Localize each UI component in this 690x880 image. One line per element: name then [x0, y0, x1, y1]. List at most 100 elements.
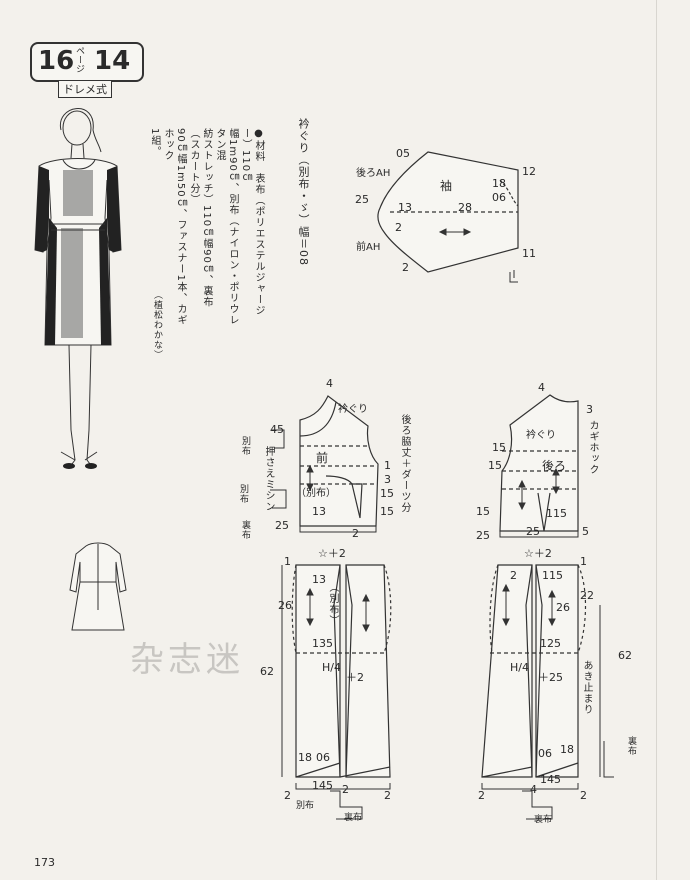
back-bodice-num-3: 3	[586, 403, 593, 416]
front-skirt-num-top: ☆＋2	[318, 547, 346, 560]
back-skirt-num-4: 4	[530, 783, 537, 796]
back-bodice-num-5: 5	[582, 525, 589, 538]
sleeve-num-06: 06	[492, 191, 506, 204]
sleeve-num-28: 28	[458, 201, 472, 214]
back-skirt-num-18: 18	[560, 743, 574, 756]
materials-line-1: ●材料 表布（ポリエステルジャージー）110㎝	[240, 128, 264, 316]
page-prefix: 16	[38, 46, 75, 76]
back-skirt-num-125: 125	[540, 637, 561, 650]
author-credit: （植松わかな）	[152, 290, 162, 360]
back-bodice-num-15c: 15	[476, 505, 490, 518]
front-skirt-num-13: 13	[312, 573, 326, 586]
neck-binding-note: 衿ぐり（別布・ゞ）幅＝08	[297, 118, 310, 266]
back-skirt-num-1: 1	[580, 555, 587, 568]
front-skirt-lining: 裏布	[344, 813, 363, 823]
front-skirt-num-135: 135	[312, 637, 333, 650]
pattern-header: 16 ページ 14	[30, 42, 144, 82]
back-bodice-num-15b: 15	[488, 459, 502, 472]
materials-line-5: 1組。	[149, 128, 160, 158]
watermark: 杂志迷	[130, 640, 244, 680]
front-skirt-contrast-fabric: 別布	[296, 801, 315, 811]
sleeve-pattern	[340, 140, 540, 290]
sleeve-name: 袖	[440, 179, 453, 193]
back-skirt-hip-quarter: H/4	[510, 661, 529, 674]
dress-model-illustration	[25, 100, 135, 469]
page-unit: ページ	[74, 46, 84, 73]
back-skirt-num-2b: 2	[580, 789, 587, 802]
contrast-fabric-label-1: 別布	[240, 436, 250, 456]
back-skirt-num-62: 62	[618, 649, 632, 662]
sleeve-num-18: 18	[492, 177, 506, 190]
front-skirt-num-2c: 2	[384, 789, 391, 802]
front-bodice-num-45: 45	[270, 423, 284, 436]
back-skirt-num-26: 26	[556, 601, 570, 614]
back-neckline-label: 衿ぐり	[526, 430, 556, 441]
back-skirt-pattern	[470, 545, 640, 835]
page-edge-line	[656, 0, 657, 880]
back-skirt-num-115: 115	[542, 569, 563, 582]
materials-line-2: 幅1m90㎝、別布（ナイロン・ポリウレタン混	[214, 128, 238, 326]
front-bodice-num-2: 2	[352, 527, 359, 540]
lining-label-front-bodice: 裏布	[240, 520, 250, 540]
front-skirt-pattern	[280, 545, 410, 835]
dress-back-view-sketch	[68, 540, 128, 635]
front-skirt-num-1: 1	[284, 555, 291, 568]
side-length-note: 後ろ脇丈＋ダーツ分	[399, 414, 410, 513]
back-skirt-num-145: 145	[540, 773, 561, 786]
back-armhole-label: 後ろAH	[356, 168, 391, 179]
front-skirt-num-62: 62	[260, 665, 274, 678]
materials-line-3: 紡ストレッチ）110㎝幅90㎝、裏布（スカート分）	[188, 128, 212, 308]
front-bodice-num-13: 13	[312, 505, 326, 518]
front-skirt-num-2b: 2	[342, 783, 349, 796]
front-bodice-num-25: 25	[275, 519, 289, 532]
sleeve-num-11: 11	[522, 247, 536, 260]
front-bodice-num-15b: 15	[380, 505, 394, 518]
materials-line-4: 90㎝幅1m50㎝、ファスナー1本、カギホック	[162, 128, 186, 326]
sleeve-num-2a: 2	[395, 221, 402, 234]
back-skirt-num-2a: 2	[478, 789, 485, 802]
front-armhole-label: 前AH	[356, 242, 381, 253]
front-bodice-num-3: 3	[384, 473, 391, 486]
back-bodice-num-25b: 25	[526, 525, 540, 538]
size-label: ドレメ式	[58, 80, 112, 98]
back-skirt-num-2: 2	[510, 569, 517, 582]
back-skirt-num-top: ☆＋2	[524, 547, 552, 560]
front-skirt-num-06: 06	[316, 751, 330, 764]
front-bodice-num-4: 4	[326, 377, 333, 390]
front-bodice-num-15a: 15	[380, 487, 394, 500]
front-skirt-contrast-label: （別布）	[327, 582, 338, 626]
front-skirt-hip-quarter: H/4	[322, 661, 341, 674]
sleeve-num-12: 12	[522, 165, 536, 178]
front-neckline-label: 衿ぐり	[338, 404, 368, 415]
front-bodice-pattern	[270, 380, 410, 540]
sleeve-num-05: 05	[396, 147, 410, 160]
front-bodice-num-1: 1	[384, 459, 391, 472]
back-bodice-name: 後ろ	[542, 459, 567, 473]
back-bodice-num-25a: 25	[476, 529, 490, 542]
front-bodice-name: 前	[316, 451, 329, 465]
sleeve-num-2b: 2	[402, 261, 409, 274]
back-bodice-num-115: 115	[546, 507, 567, 520]
back-skirt-num-22: 22	[580, 589, 594, 602]
page-number: 173	[34, 856, 55, 869]
front-skirt-num-145: 145	[312, 779, 333, 792]
front-skirt-num-26: 26	[278, 599, 292, 612]
back-skirt-plus-25: ＋25	[538, 671, 563, 684]
back-bodice-num-4: 4	[538, 381, 545, 394]
hook-and-eye-label: カギホック	[587, 420, 598, 475]
front-bodice-contrast-label: （別布）	[296, 488, 336, 499]
front-skirt-num-2a: 2	[284, 789, 291, 802]
materials-text: ●材料 表布（ポリエステルジャージー）110㎝ 幅1m90㎝、別布（ナイロン・ポ…	[148, 128, 265, 328]
sleeve-num-25: 25	[355, 193, 369, 206]
back-bodice-num-15a: 15	[492, 441, 506, 454]
front-skirt-plus-2: ＋2	[346, 671, 364, 684]
back-bodice-pattern	[480, 385, 610, 540]
front-skirt-num-18: 18	[298, 751, 312, 764]
opening-end-label: あき止まり	[581, 660, 592, 715]
contrast-fabric-label-2: 別布	[238, 484, 248, 504]
back-skirt-num-06: 06	[538, 747, 552, 760]
topstitch-label: 押さえミシン	[263, 446, 274, 512]
back-skirt-lining-1: 裏布	[534, 815, 553, 825]
pattern-number: 14	[94, 46, 131, 76]
sleeve-num-13: 13	[398, 201, 412, 214]
